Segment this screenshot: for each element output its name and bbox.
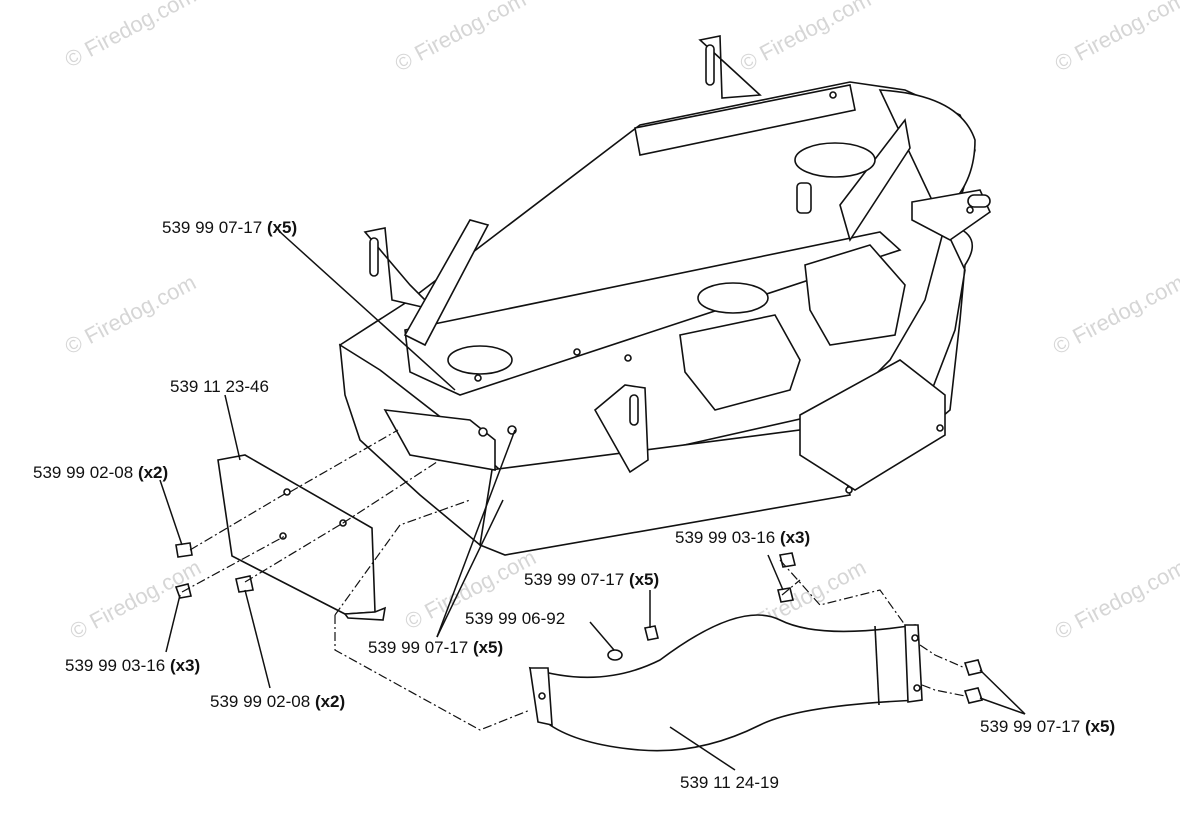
carriage-bolt: [175, 542, 193, 558]
chute-hardware: [607, 552, 984, 704]
mount-block: [804, 244, 906, 346]
chute-end-right: [904, 624, 923, 703]
watermark: © Firedog.com: [1051, 554, 1180, 644]
callouts: 539 99 07-17 (x5) 539 11 23-46 539 99 02…: [33, 218, 1115, 792]
callout-bolt-right-top: 539 99 03-16 (x3): [675, 528, 810, 547]
callout-bolt-left-a: 539 99 02-08 (x2): [33, 463, 168, 482]
callout-bolt-center: 539 99 07-17 (x5): [524, 570, 659, 589]
bracket-slot: [967, 194, 991, 208]
callout-washer: 539 99 06-92: [465, 609, 565, 628]
discharge-chute: [528, 614, 923, 752]
watermark: © Firedog.com: [61, 0, 200, 72]
callout-bolt-mid: 539 99 07-17 (x5): [368, 638, 503, 657]
spindle-post: [796, 182, 812, 214]
carriage-bolt: [779, 552, 796, 568]
spindle-housing: [794, 142, 876, 178]
deck-rail-back: [634, 84, 856, 156]
watermark: © Firedog.com: [1049, 269, 1180, 359]
assembly-lines: [181, 429, 966, 731]
flange-nut: [644, 625, 659, 641]
callout-bolt-left-b: 539 99 03-16 (x3): [65, 656, 200, 675]
discharge-opening: [799, 359, 946, 491]
mount-block: [679, 314, 801, 411]
rear-bracket: [698, 35, 762, 99]
spindle-housing: [447, 345, 513, 375]
side-plate-lip: [343, 606, 387, 621]
callout-chute: 539 11 24-19: [680, 773, 779, 792]
bracket-slot: [369, 237, 379, 277]
watermark: © Firedog.com: [391, 0, 530, 76]
flange-nut: [963, 659, 984, 676]
mower-deck: [338, 35, 992, 556]
spindle-housing: [697, 282, 769, 314]
watermark: © Firedog.com: [1051, 0, 1180, 76]
callout-bolt-left-c: 539 99 02-08 (x2): [210, 692, 345, 711]
chute-body: [528, 614, 921, 752]
callout-bolt-upper: 539 99 07-17 (x5): [162, 218, 297, 237]
left-upright: [403, 219, 490, 347]
callout-bolt-right: 539 99 07-17 (x5): [980, 717, 1115, 736]
bracket-slot: [629, 394, 639, 426]
flange-nut: [963, 687, 984, 704]
left-bracket: [363, 227, 438, 312]
left-hardware: [174, 542, 254, 599]
watermark: © Firedog.com: [61, 269, 200, 359]
carriage-bolt: [777, 587, 794, 603]
side-plate: [217, 454, 387, 621]
watermark: © Firedog.com: [66, 554, 205, 644]
washer-shape: [607, 649, 623, 661]
callout-side-plate: 539 11 23-46: [170, 377, 269, 396]
bolt-holes: [474, 91, 974, 494]
front-plate-mount: [383, 409, 496, 471]
deck-rail-front: [404, 231, 902, 396]
deck-rail-right: [839, 118, 911, 242]
bracket-slot: [705, 44, 715, 86]
watermark: © Firedog.com: [736, 0, 875, 76]
leader-lines: [159, 231, 1026, 771]
